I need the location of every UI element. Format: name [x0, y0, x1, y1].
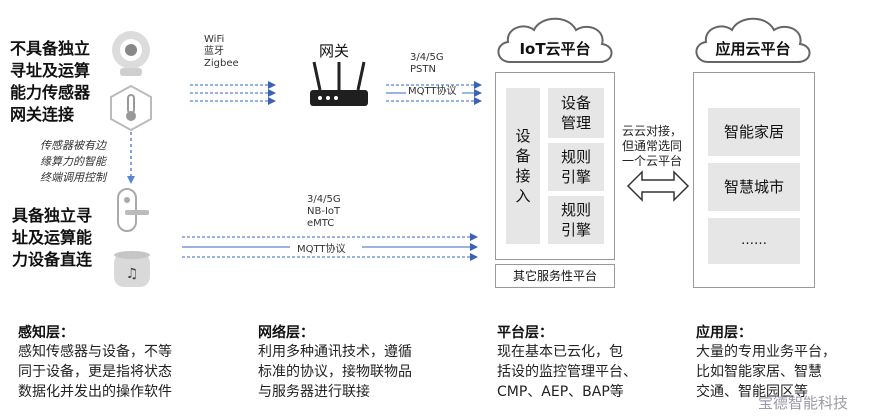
- mqtt-lower-label: MQTT协议: [297, 244, 346, 255]
- layer-line: 交通、智能园区等: [696, 384, 808, 400]
- upper-right-triple-arrows: [386, 81, 482, 105]
- layer-line: 感知传感器与设备，不等: [18, 344, 172, 360]
- protocol-label: NB-IoT: [307, 206, 341, 217]
- layer-application: 应用层： 大量的专用业务平台， 比如智能家居、智慧 交通、智能园区等: [696, 322, 876, 402]
- note-line: 传感器被有边: [40, 139, 106, 152]
- title-line: 具备独立寻: [12, 206, 93, 225]
- layer-line: CMP、AEP、BAP等: [497, 384, 624, 400]
- sensor-gateway-group-title: 不具备独立 寻址及运算 能力传感器 网关连接: [10, 38, 90, 126]
- lower-triple-arrows: [182, 233, 478, 261]
- note-line: 缘算力的智能: [40, 155, 106, 168]
- app-item-smart-home: 智能家居: [708, 108, 800, 156]
- protocol-label: PSTN: [410, 64, 436, 75]
- direct-device-group-title: 具备独立寻 址及运算能 力设备直连: [12, 205, 92, 271]
- app-item-smart-city: 智慧城市: [708, 163, 800, 211]
- title-line: 寻址及运算: [10, 61, 91, 80]
- gateway-label: 网关: [319, 42, 350, 60]
- upper-triple-arrows: [190, 81, 276, 105]
- rule-engine-module-1: 规则 引擎: [548, 143, 604, 191]
- layer-line: 大量的专用业务平台，: [696, 344, 836, 360]
- layer-title: 应用层：: [696, 325, 752, 341]
- title-line: 网关连接: [10, 105, 75, 124]
- char: 入: [515, 187, 531, 205]
- edge-compute-note: 传感器被有边 缘算力的智能 终端调用控制: [40, 138, 106, 186]
- module-line: 引擎: [560, 221, 591, 239]
- device-access-block: 设 备 接 入: [506, 88, 540, 244]
- smart-speaker-icon: ♫: [114, 251, 150, 287]
- iot-platform-title: IoT云平台: [519, 40, 591, 58]
- camera-icon: [112, 31, 150, 76]
- protocol-label: eMTC: [307, 218, 335, 229]
- layer-line: 数据化并发出的操作软件: [18, 384, 172, 400]
- smart-lock-icon: [117, 188, 149, 232]
- protocol-label: WiFi: [204, 34, 225, 45]
- cloud-link-note: 云云对接， 但通常选同 一个云平台: [622, 124, 682, 169]
- layer-line: 标准的协议，接物联物品: [258, 364, 412, 380]
- dashed-down-arrow: [127, 132, 135, 184]
- protocol-label: 蓝牙: [204, 46, 224, 57]
- mqtt-upper-label: MQTT协议: [408, 86, 457, 97]
- layer-line: 比如智能家居、智慧: [696, 364, 822, 380]
- svg-text:♫: ♫: [126, 266, 139, 282]
- router-icon: [310, 61, 368, 106]
- layer-platform: 平台层： 现在基本已云化，包 括设的监控管理平台、 CMP、AEP、BAP等: [497, 322, 687, 402]
- module-line: 规则: [560, 148, 591, 166]
- layer-line: 利用多种通讯技术，遵循: [258, 344, 412, 360]
- iot-cloud-shape: [497, 17, 613, 63]
- rule-engine-module-2: 规则 引擎: [548, 196, 604, 244]
- protocol-label: 3/4/5G: [307, 194, 341, 205]
- other-service-platform: 其它服务性平台: [495, 264, 615, 288]
- note-line: 终端调用控制: [40, 171, 106, 184]
- lower-protocol-list: 3/4/5G NB-IoT eMTC: [307, 194, 341, 230]
- char: 接: [515, 167, 531, 185]
- module-line: 管理: [560, 114, 591, 132]
- module-line: 设备: [560, 94, 591, 112]
- layer-line: 括设的监控管理平台、: [497, 364, 637, 380]
- layer-line: 与服务器进行联接: [258, 384, 370, 400]
- watermark: 宝德智能科技: [758, 394, 849, 412]
- layer-title: 网络层：: [258, 325, 314, 341]
- char: 设: [515, 127, 531, 145]
- app-platform-title: 应用云平台: [715, 40, 791, 58]
- thermometer-sensor-icon: [110, 84, 152, 132]
- title-line: 不具备独立: [10, 39, 91, 58]
- protocol-label: 3/4/5G: [410, 52, 444, 63]
- layer-sensing: 感知层： 感知传感器与设备，不等 同于设备，更是指将状态 数据化并发出的操作软件: [18, 322, 242, 402]
- app-cloud-shape: [695, 17, 811, 63]
- note-line: 但通常选同: [622, 139, 683, 153]
- protocol-label: Zigbee: [204, 58, 239, 69]
- module-line: 引擎: [560, 168, 591, 186]
- layer-line: 同于设备，更是指将状态: [18, 364, 172, 380]
- title-line: 能力传感器: [10, 83, 91, 102]
- upper-right-protocol-list: 3/4/5G PSTN: [410, 52, 444, 76]
- layer-line: 现在基本已云化，包: [497, 344, 623, 360]
- layer-title: 感知层：: [18, 325, 74, 341]
- upper-protocol-list: WiFi 蓝牙 Zigbee: [204, 34, 239, 70]
- note-line: 一个云平台: [622, 154, 683, 168]
- app-item-more: ……: [708, 218, 800, 264]
- layer-title: 平台层：: [497, 325, 553, 341]
- title-line: 址及运算能: [12, 228, 93, 247]
- note-line: 云云对接，: [622, 124, 683, 138]
- title-line: 力设备直连: [12, 250, 93, 269]
- bidirectional-arrow-icon: [626, 170, 690, 202]
- char: 备: [515, 147, 531, 165]
- device-management-module: 设备 管理: [548, 88, 604, 138]
- layer-network: 网络层： 利用多种通讯技术，遵循 标准的协议，接物联物品 与服务器进行联接: [258, 322, 482, 402]
- module-line: 规则: [560, 201, 591, 219]
